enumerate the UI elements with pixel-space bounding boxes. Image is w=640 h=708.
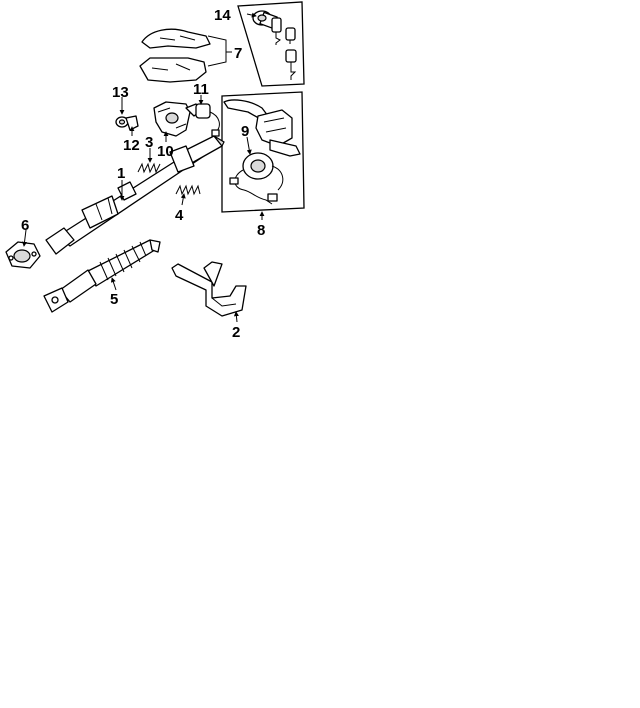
lower-column-cover (139, 57, 207, 83)
turn-signal-lever (223, 99, 269, 121)
bushing-part (115, 116, 129, 128)
key-set-group (237, 1, 305, 87)
column-boot-part (5, 241, 41, 269)
callout-6: 6 (21, 217, 29, 234)
intermediate-shaft-part (43, 239, 161, 313)
callout-3: 3 (145, 134, 153, 151)
callout-7-bracket (207, 35, 227, 67)
callout-8: 8 (257, 222, 265, 239)
key-upper-part (285, 27, 296, 44)
ignition-switch-part (195, 103, 220, 137)
callout-1: 1 (117, 165, 125, 182)
upper-column-cover (141, 28, 211, 49)
clip-part (125, 115, 139, 131)
callout-11: 11 (193, 81, 209, 98)
spiral-cable-part (229, 152, 284, 205)
key-set-box (237, 1, 305, 87)
ignition-key-part (271, 17, 282, 45)
combination-switch-body (255, 109, 293, 147)
combination-switch-group (221, 91, 305, 213)
callout-12: 12 (123, 137, 140, 154)
callout-7: 7 (234, 45, 242, 62)
callout-9: 9 (241, 123, 249, 140)
combination-switch-box (221, 91, 305, 213)
column-cover-group (139, 28, 211, 83)
steering-column-part (45, 135, 225, 255)
callout-5: 5 (110, 291, 118, 308)
callout-14: 14 (214, 7, 231, 24)
spring-part (137, 162, 161, 174)
callout-4: 4 (175, 207, 184, 224)
callout-2: 2 (232, 324, 240, 341)
lock-housing-part (153, 101, 203, 137)
key-lower-part (285, 49, 297, 80)
callout-13: 13 (112, 84, 129, 101)
tilt-spring-part (175, 184, 201, 196)
callout-10: 10 (157, 143, 174, 160)
column-bracket-part (171, 261, 247, 317)
